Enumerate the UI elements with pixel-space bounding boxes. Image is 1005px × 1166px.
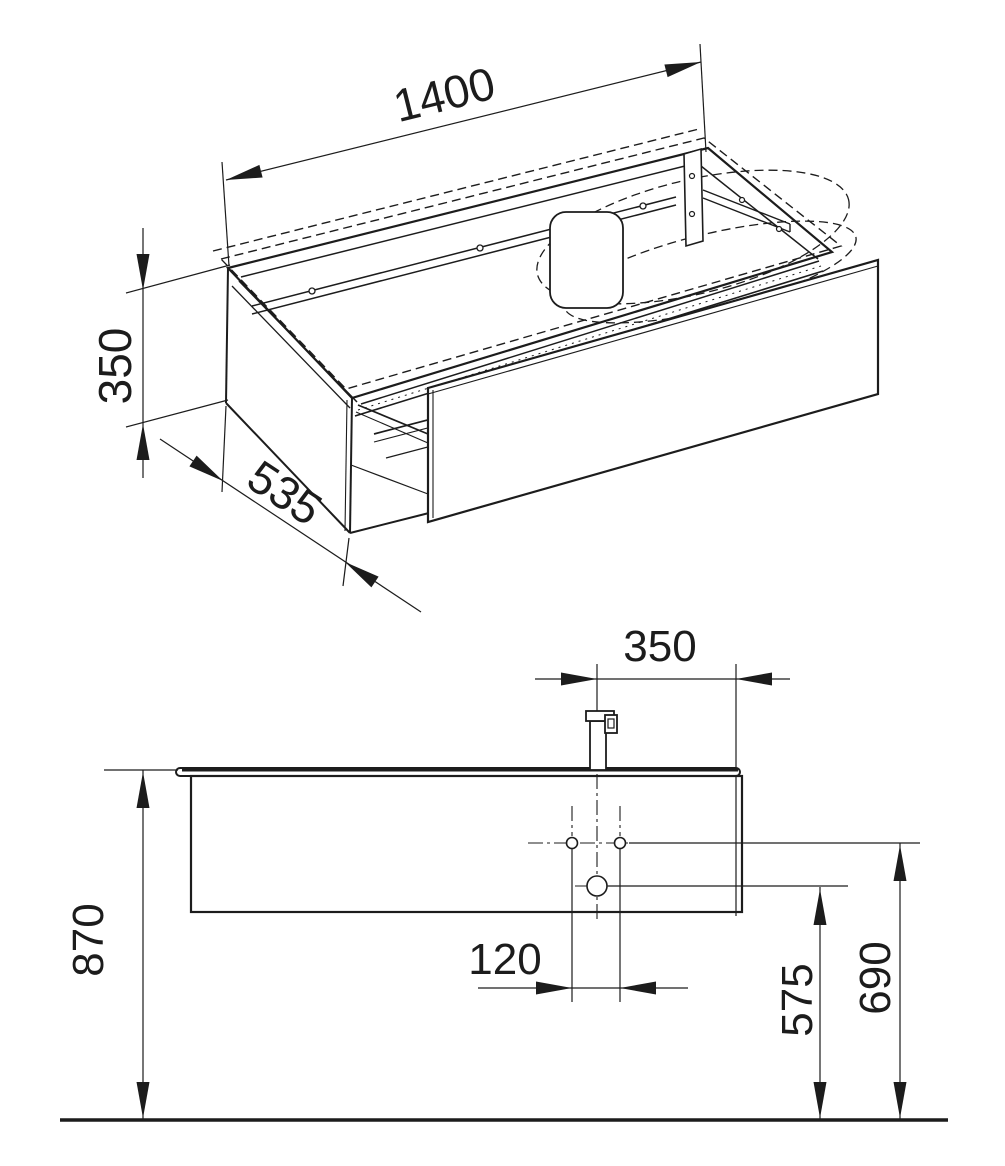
- dimension-worktop-870: 870: [64, 769, 178, 1120]
- dim-label-worktop-height: 870: [64, 903, 113, 976]
- dim-label-cabinet-height: 350: [89, 328, 141, 405]
- isometric-view: 1400 350 535: [89, 43, 880, 613]
- drawer-front-panel: [426, 258, 880, 524]
- dimension-supply-120: 120: [468, 849, 688, 1002]
- cabinet-front: [189, 774, 744, 914]
- wall-bracket: [683, 147, 704, 248]
- dimension-tap-350: 350: [535, 622, 790, 916]
- front-elevation-view: 350 120 575 690: [60, 622, 948, 1122]
- dimension-depth-535: 535: [159, 405, 422, 613]
- dimension-height-350: 350: [89, 228, 231, 478]
- supply-connection-right: [613, 836, 627, 850]
- dimension-drain-575: 575: [608, 885, 848, 1120]
- dim-label-tap-offset: 350: [623, 622, 696, 671]
- dim-label-drain-height: 575: [773, 963, 822, 1036]
- faucet: [585, 710, 618, 771]
- siphon-recess: [549, 211, 624, 309]
- dimension-supply-690: 690: [629, 842, 920, 1120]
- supply-connection-left: [565, 836, 579, 850]
- dim-label-supply-spacing: 120: [468, 935, 541, 984]
- countertop: [175, 767, 741, 777]
- dim-label-supply-height: 690: [851, 941, 900, 1014]
- waste-connection: [586, 875, 608, 897]
- center-lines: [528, 774, 656, 922]
- dim-label-cabinet-width: 1400: [388, 57, 500, 132]
- water-connections: [565, 836, 627, 897]
- dim-label-cabinet-depth: 535: [238, 450, 331, 536]
